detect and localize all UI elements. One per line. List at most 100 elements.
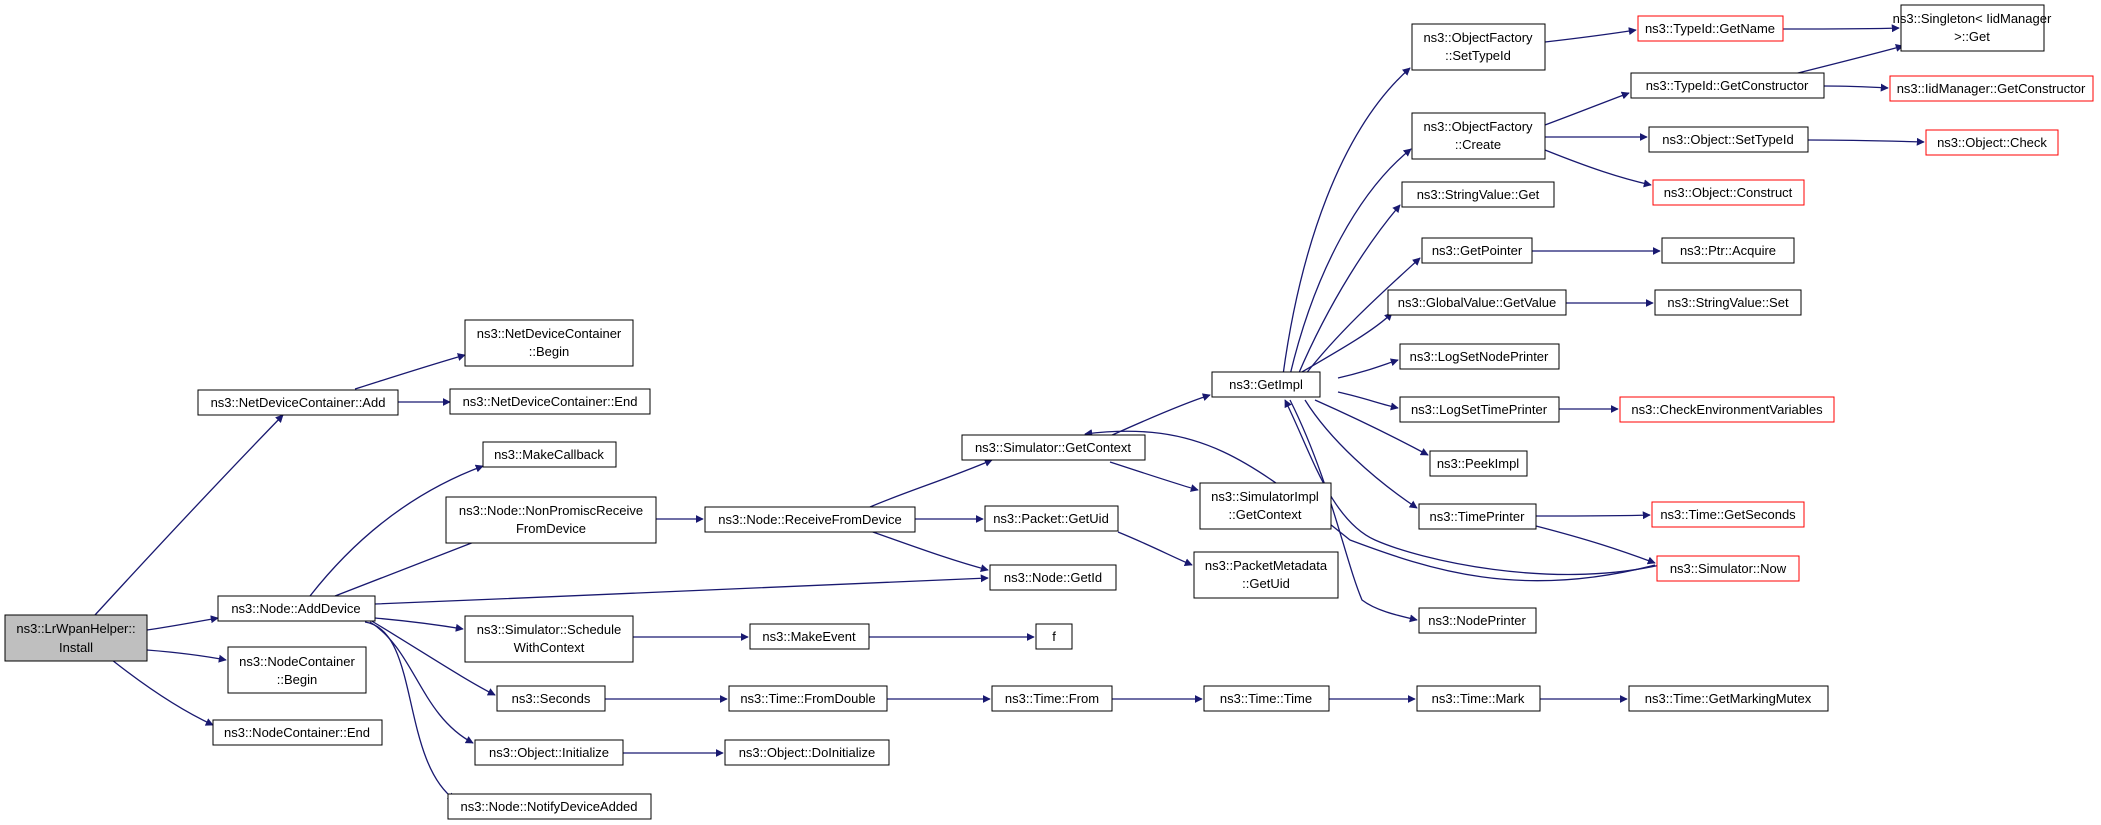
node-simimpl-getctx[interactable]: ns3::SimulatorImpl ::GetContext: [1199, 482, 1332, 530]
node-label: ns3::PeekImpl: [1437, 456, 1519, 471]
node-notify-added[interactable]: ns3::Node::NotifyDeviceAdded: [447, 793, 652, 820]
node-label: ns3::Time::FromDouble: [740, 691, 875, 706]
edges-layer: [94, 24, 1925, 801]
node-logsettimeprinter[interactable]: ns3::LogSetTimePrinter: [1399, 396, 1560, 423]
node-seconds[interactable]: ns3::Seconds: [496, 685, 606, 712]
node-nodeprinter[interactable]: ns3::NodePrinter: [1418, 607, 1537, 634]
node-iidmgr-getctor[interactable]: ns3::IidManager::GetConstructor: [1889, 75, 2094, 102]
node-label: ns3::LogSetNodePrinter: [1410, 349, 1549, 364]
node-label: ns3::TypeId::GetName: [1645, 21, 1775, 36]
node-node-getid[interactable]: ns3::Node::GetId: [989, 564, 1117, 591]
node-label: ::Begin: [277, 672, 317, 687]
node-timeprinter[interactable]: ns3::TimePrinter: [1418, 503, 1537, 530]
node-pm-getuid[interactable]: ns3::PacketMetadata ::GetUid: [1193, 551, 1339, 599]
node-doinit[interactable]: ns3::Object::DoInitialize: [724, 739, 890, 766]
svg-text:ns3::LrWpanHelper::: ns3::LrWpanHelper::: [16, 621, 135, 636]
node-obj-construct[interactable]: ns3::Object::Construct: [1652, 179, 1805, 206]
node-obj-settypeid[interactable]: ns3::Object::SetTypeId: [1648, 126, 1809, 153]
node-label: ns3::Simulator::Now: [1670, 561, 1787, 576]
node-adddevice[interactable]: ns3::Node::AddDevice: [217, 595, 376, 622]
node-getimpl[interactable]: ns3::GetImpl: [1211, 371, 1321, 398]
edge-timeprinter-getseconds: [1535, 511, 1651, 520]
node-ptr-acquire[interactable]: ns3::Ptr::Acquire: [1661, 237, 1795, 264]
node-label: ns3::NodePrinter: [1428, 613, 1526, 628]
node-singleton-get[interactable]: ns3::Singleton< IidManager >::Get: [1893, 4, 2052, 52]
node-label: WithContext: [514, 640, 585, 655]
node-label: ns3::Time::From: [1005, 691, 1099, 706]
node-label: ns3::IidManager::GetConstructor: [1897, 81, 2086, 96]
edge-adddevice-obj-init: [369, 621, 474, 744]
node-obj-init[interactable]: ns3::Object::Initialize: [474, 739, 624, 766]
node-check-env[interactable]: ns3::CheckEnvironmentVariables: [1619, 396, 1835, 423]
node-time-from[interactable]: ns3::Time::From: [991, 685, 1113, 712]
edge-adddevice-makecallback: [309, 464, 484, 597]
node-recv-from-dev[interactable]: ns3::Node::ReceiveFromDevice: [704, 506, 916, 533]
node-getpointer[interactable]: ns3::GetPointer: [1421, 237, 1533, 264]
node-f[interactable]: f: [1035, 623, 1073, 650]
node-label: ns3::Node::AddDevice: [231, 601, 360, 616]
node-of-create[interactable]: ns3::ObjectFactory ::Create: [1411, 112, 1546, 160]
node-label: ns3::Time::Mark: [1432, 691, 1525, 706]
node-ndc-add[interactable]: ns3::NetDeviceContainer::Add: [197, 389, 399, 416]
node-time-time[interactable]: ns3::Time::Time: [1203, 685, 1330, 712]
node-label: ::GetContext: [1229, 507, 1302, 522]
node-label-line: ns3::LrWpanHelper::: [16, 621, 135, 636]
node-label: ns3::Object::Check: [1937, 135, 2047, 150]
node-fromdouble[interactable]: ns3::Time::FromDouble: [728, 685, 888, 712]
node-sv-set[interactable]: ns3::StringValue::Set: [1654, 289, 1802, 316]
node-nc-begin[interactable]: ns3::NodeContainer ::Begin: [227, 646, 367, 694]
edge-recv-getid: [869, 530, 989, 573]
node-label: ns3::GetImpl: [1229, 377, 1303, 392]
node-ndc-begin[interactable]: ns3::NetDeviceContainer ::Begin: [464, 319, 634, 367]
node-nonpromisc[interactable]: ns3::Node::NonPromiscReceive FromDevice: [445, 496, 657, 544]
node-sched-ctx[interactable]: ns3::Simulator::Schedule WithContext: [464, 615, 634, 663]
edge-getimpl-getpointer: [1304, 257, 1421, 376]
node-ndc-end[interactable]: ns3::NetDeviceContainer::End: [449, 388, 651, 415]
edge-root-node-adddevice: [146, 615, 219, 631]
node-label: ns3::Node::NonPromiscReceive: [459, 503, 643, 518]
edge-timeprinter-sim-now: [1535, 525, 1656, 565]
nodes-layer: ns3::LrWpanHelper:: Install ns3::NetDevi…: [4, 4, 2094, 820]
node-label: ::SetTypeId: [1445, 48, 1511, 63]
node-typeid-getname[interactable]: ns3::TypeId::GetName: [1637, 15, 1784, 42]
edge-root-nc-end: [111, 659, 214, 726]
node-label: ns3::TimePrinter: [1430, 509, 1526, 524]
node-sim-now[interactable]: ns3::Simulator::Now: [1656, 555, 1800, 582]
node-label: ns3::NetDeviceContainer::Add: [211, 395, 386, 410]
node-packet-getuid[interactable]: ns3::Packet::GetUid: [984, 505, 1119, 532]
node-time-getseconds[interactable]: ns3::Time::GetSeconds: [1651, 501, 1805, 528]
node-of-settypeid[interactable]: ns3::ObjectFactory ::SetTypeId: [1411, 23, 1546, 71]
node-obj-check[interactable]: ns3::Object::Check: [1925, 129, 2059, 156]
node-label: ns3::ObjectFactory: [1423, 30, 1533, 45]
edge-getimpl-of-settypeid: [1282, 67, 1411, 376]
node-time-getmarkingmutex[interactable]: ns3::Time::GetMarkingMutex: [1628, 685, 1829, 712]
node-peekimpl[interactable]: ns3::PeekImpl: [1429, 450, 1528, 477]
edge-getctor-singleton: [1789, 44, 1904, 76]
node-label: ns3::CheckEnvironmentVariables: [1631, 402, 1823, 417]
node-label: ns3::MakeEvent: [762, 629, 856, 644]
node-logsetnodeprinter[interactable]: ns3::LogSetNodePrinter: [1399, 343, 1560, 370]
node-label: ns3::Node::GetId: [1004, 570, 1102, 585]
node-label: ns3::NetDeviceContainer::End: [463, 394, 638, 409]
node-time-mark[interactable]: ns3::Time::Mark: [1416, 685, 1541, 712]
node-makeevent[interactable]: ns3::MakeEvent: [749, 623, 870, 650]
node-makecallback[interactable]: ns3::MakeCallback: [482, 441, 617, 468]
node-label: ns3::StringValue::Get: [1417, 187, 1540, 202]
edge-getimpl-sv-get: [1297, 204, 1401, 376]
edge-getimpl-logsetnodeprinter: [1337, 358, 1399, 379]
node-nc-end[interactable]: ns3::NodeContainer::End: [212, 719, 383, 746]
node-label: ns3::Time::GetMarkingMutex: [1645, 691, 1812, 706]
node-label: ns3::TypeId::GetConstructor: [1646, 78, 1809, 93]
node-label: ns3::NetDeviceContainer: [477, 326, 622, 341]
node-label: ns3::Time::GetSeconds: [1660, 507, 1796, 522]
node-label: ns3::Node::NotifyDeviceAdded: [460, 799, 637, 814]
node-gv-getvalue[interactable]: ns3::GlobalValue::GetValue: [1387, 289, 1567, 316]
node-sv-get[interactable]: ns3::StringValue::Get: [1401, 181, 1555, 208]
node-sim-getctx[interactable]: ns3::Simulator::GetContext: [961, 434, 1146, 461]
node-label: ::Begin: [529, 344, 569, 359]
edge-packet-getuid-pm: [1117, 531, 1193, 566]
node-root[interactable]: ns3::LrWpanHelper:: Install: [4, 614, 148, 662]
node-label: ns3::Object::Construct: [1664, 185, 1793, 200]
node-typeid-getctor[interactable]: ns3::TypeId::GetConstructor: [1630, 72, 1825, 99]
